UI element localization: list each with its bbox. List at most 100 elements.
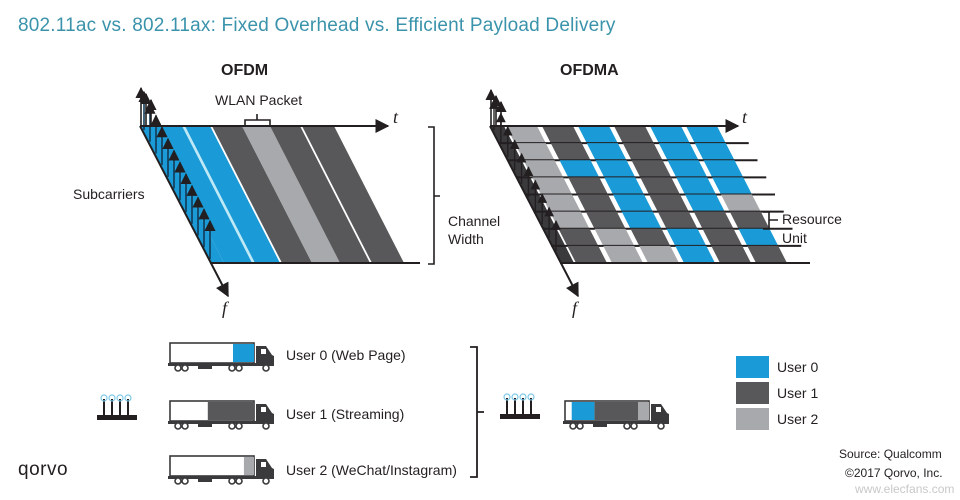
truck-combined-cab-window (656, 407, 661, 412)
ofdm-heading: OFDM (221, 62, 269, 79)
truck-user2-cab-window (261, 462, 266, 467)
truck-combined-cargo-user1 (594, 402, 639, 420)
router-icon-left-signal-icon (100, 394, 108, 402)
ru-cell-r7-c3-user0 (675, 245, 715, 263)
ofdm-band-1-user0 (184, 126, 280, 263)
page-title: 802.11ac vs. 802.11ax: Fixed Overhead vs… (18, 15, 616, 36)
ru-cell-r6-c5-user0 (738, 228, 779, 246)
truck-combined-chassis (563, 421, 651, 424)
truck-combined-wheel (623, 422, 631, 430)
ofdm-band-4-user1 (270, 126, 370, 263)
source-text: Source: Qualcomm (839, 447, 942, 461)
truck-user1-chassis (168, 421, 256, 424)
ru-cell-r3-c1-user1 (568, 177, 608, 195)
truck-user0-skirt (198, 366, 212, 369)
wlan-packet-bracket (244, 114, 271, 126)
truck-user1-wheel (262, 422, 270, 430)
truck-combined-skirt (593, 424, 607, 427)
ru-cell-r1-c1-user1 (550, 143, 591, 161)
truck-user2-chassis (168, 476, 256, 479)
ru-cell-r6-c1-user2 (594, 228, 635, 246)
router-icon-left-base (97, 415, 137, 420)
truck-label-user0: User 0 (Web Page) (286, 347, 406, 363)
ofdm-guard-stripe (182, 126, 255, 263)
truck-user1-wheel (235, 422, 243, 430)
truck-user0-wheel (235, 364, 243, 372)
resource-unit-line1: Resource (782, 211, 842, 227)
ru-cell-r6-c4-user1 (702, 228, 743, 246)
legend: User 0 User 1 User 2 (736, 354, 818, 432)
channel-width-label: Channel Width (448, 212, 500, 248)
ru-cell-r5-c1-user1 (585, 211, 626, 229)
legend-label-user2: User 2 (777, 411, 819, 427)
ru-cell-r3-c5-user0 (712, 177, 752, 195)
legend-swatch-user1 (736, 382, 769, 404)
truck-user2-wheel (181, 477, 189, 485)
ru-cell-r3-c4-user0 (676, 177, 716, 195)
ru-cell-r2-c1-user0 (559, 160, 600, 178)
ru-cell-r4-c2-user0 (613, 194, 653, 212)
ru-cell-r5-c3-user1 (657, 211, 698, 229)
truck-combined-cargo-user0 (571, 402, 595, 420)
legend-item-user2: User 2 (736, 406, 818, 432)
router-icon-right-signal-icon (527, 393, 535, 401)
subcarriers-label: Subcarriers (73, 186, 145, 202)
truck-user2-cab (256, 459, 274, 479)
ru-cell-r5-c4-user1 (693, 211, 734, 229)
truck-user1-cab (256, 404, 274, 424)
ofdm-band-5-user1 (302, 126, 404, 263)
truck-combined-cargo-user2 (638, 402, 649, 420)
ru-cell-r2-c3-user1 (631, 160, 672, 178)
resource-unit-line2: Unit (782, 230, 807, 246)
truck-user1-wheel (228, 422, 236, 430)
legend-label-user0: User 0 (777, 359, 819, 375)
legend-swatch-user0 (736, 356, 769, 378)
ofdm-f-axis (139, 125, 229, 298)
channel-width-bracket (428, 126, 440, 265)
ru-cell-r4-c5-user2 (721, 194, 761, 212)
truck-user2-wheel (228, 477, 236, 485)
ru-cell-r0-c4-user0 (650, 126, 690, 144)
qorvo-logo: qorvo (18, 459, 69, 480)
ru-cell-r0-c3-user1 (614, 126, 654, 144)
ru-cell-r7-c0-user1 (567, 245, 607, 263)
truck-label-user2: User 2 (WeChat/Instagram) (286, 462, 457, 478)
ofdma-f-axis-label: f (572, 298, 578, 318)
ru-cell-r1-c3-user1 (622, 143, 663, 161)
router-icon-right-base (500, 414, 540, 419)
ru-cell-r3-c3-user1 (640, 177, 680, 195)
ru-cell-r6-c0-user1 (558, 228, 599, 246)
router-icon-left-signal-icon (124, 394, 132, 402)
truck-user2-skirt (198, 479, 212, 482)
router-icon-left-signal-icon (108, 394, 116, 402)
channel-width-line1: Channel (448, 213, 501, 229)
truck-label-user1: User 1 (Streaming) (286, 406, 405, 422)
truck-user1-skirt (198, 424, 212, 427)
legend-swatch-user2 (736, 408, 769, 430)
ofdm-subcarrier-zone (140, 126, 224, 263)
legend-item-user0: User 0 (736, 354, 818, 380)
truck-user0-cab (256, 346, 274, 366)
ofdm-band-2-user1 (212, 126, 312, 263)
ru-cell-r4-c0-user2 (541, 194, 581, 212)
ru-cell-r0-c0-user2 (506, 126, 546, 144)
truck-user2-trailer (169, 455, 255, 477)
ofdm-band-3-user2 (242, 126, 340, 263)
ru-cell-r2-c0-user2 (523, 160, 564, 178)
truck-combined-wheel (657, 422, 665, 430)
truck-user0-cab-window (261, 349, 266, 354)
ru-cell-r4-c3-user1 (649, 194, 689, 212)
truck-user0-wheel (228, 364, 236, 372)
ru-cell-r6-c3-user0 (666, 228, 707, 246)
truck-combined-cab (651, 404, 669, 424)
truck-user0-chassis (168, 363, 256, 366)
ru-cell-r4-c1-user1 (577, 194, 617, 212)
ru-cell-r1-c2-user0 (586, 143, 627, 161)
truck-combined-wheel (630, 422, 638, 430)
ru-cell-r7-c5-user1 (747, 245, 787, 263)
router-icon-right-signal-icon (503, 393, 511, 401)
ofdm-f-axis-label: f (222, 298, 228, 318)
ru-cell-r3-c2-user0 (604, 177, 644, 195)
ru-cell-r5-c5-user1 (729, 211, 770, 229)
channel-width-line2: Width (448, 231, 484, 247)
